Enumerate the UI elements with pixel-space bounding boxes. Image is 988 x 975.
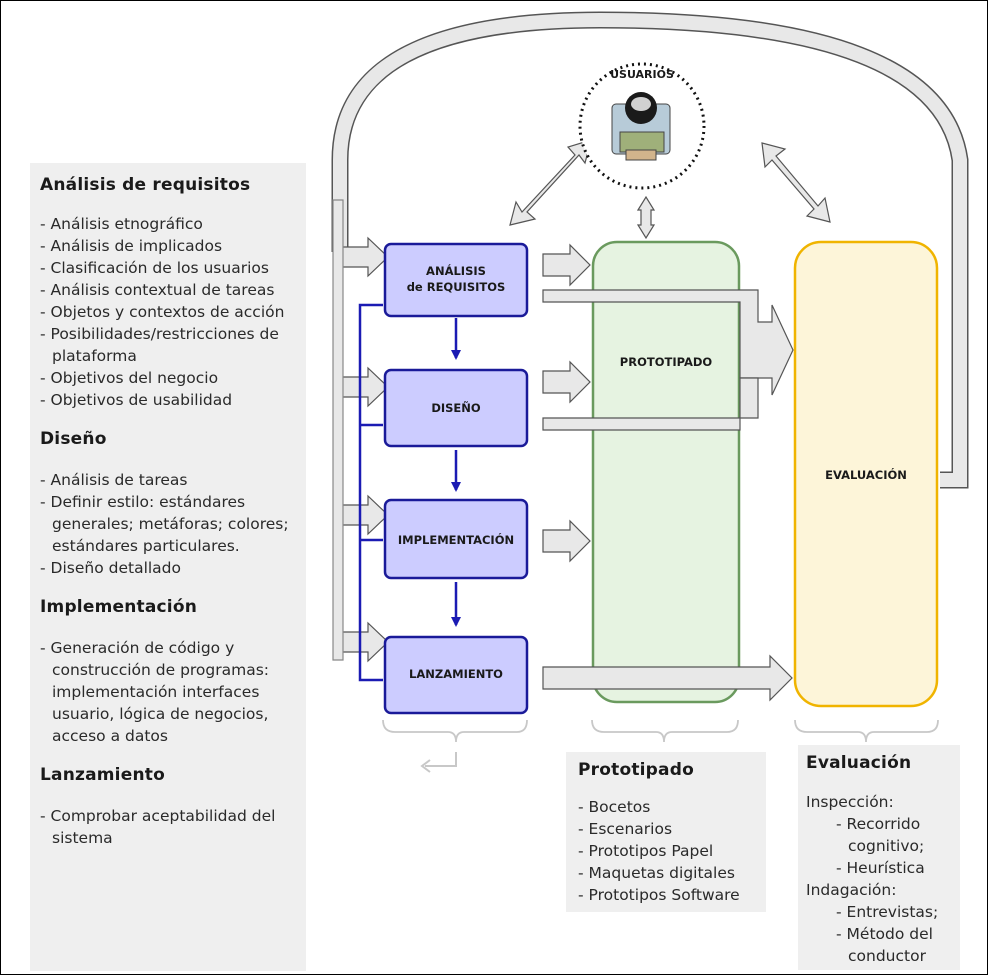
section-title-analisis: Análisis de requisitos	[40, 175, 251, 195]
list-item: Comprobar aceptabilidad del sistema	[40, 805, 306, 849]
phase-boxes	[383, 242, 529, 715]
list-item: Posibilidades/restricciones de plataform…	[40, 323, 306, 367]
list-item: Análisis etnográfico	[40, 213, 306, 235]
list-item: Entrevistas;	[806, 901, 960, 923]
list-item: Análisis de tareas	[40, 469, 306, 491]
section-title-lanzamiento: Lanzamiento	[40, 765, 165, 785]
bottom-braces	[382, 719, 939, 773]
prototipado-label: PROTOTIPADO	[620, 355, 713, 369]
evaluacion-panel-title: Evaluación	[806, 753, 912, 773]
list-item: Diseño detallado	[40, 557, 306, 579]
list-item: Objetos y contextos de acción	[40, 301, 306, 323]
list-item: Clasificación de los usuarios	[40, 257, 306, 279]
user-at-desk-icon	[611, 92, 671, 161]
list-item: Maquetas digitales	[578, 862, 766, 884]
evaluacion-description-panel: Evaluación Inspección: Recorrido cogniti…	[798, 745, 960, 970]
inspeccion-list: Recorrido cognitivo; Heurística	[806, 813, 960, 879]
implementacion-label: IMPLEMENTACIÓN	[398, 532, 514, 547]
list-item: Heurística	[806, 857, 960, 879]
phase-to-evaluacion-arrows	[542, 289, 794, 702]
prototipado-list: Bocetos Escenarios Prototipos Papel Maqu…	[578, 796, 766, 906]
prototipado-description-panel: Prototipado Bocetos Escenarios Prototipo…	[566, 752, 766, 912]
list-item: Generación de código y construcción de p…	[40, 637, 306, 747]
diseno-list: Análisis de tareas Definir estilo: están…	[40, 469, 306, 579]
list-item: Objetivos de usabilidad	[40, 389, 306, 411]
evaluacion-label: EVALUACIÓN	[825, 467, 907, 482]
list-item: Análisis contextual de tareas	[40, 279, 306, 301]
list-item: Método del conductor	[806, 923, 960, 967]
list-item: Análisis de implicados	[40, 235, 306, 257]
list-item: Recorrido cognitivo;	[806, 813, 960, 857]
blue-return-line	[358, 303, 383, 682]
phase-diseno-box	[383, 368, 529, 448]
evaluacion-box	[793, 240, 939, 708]
left-entry-arrows	[332, 199, 389, 663]
implementacion-list: Generación de código y construcción de p…	[40, 637, 306, 747]
diseno-label: DISEÑO	[431, 400, 481, 415]
analisis-label-line1: ANÁLISIS	[426, 263, 486, 278]
usuarios-node	[578, 62, 706, 190]
phase-analisis-box	[383, 242, 529, 318]
phase-lanzamiento-box	[383, 635, 529, 715]
list-item: Bocetos	[578, 796, 766, 818]
usuarios-arrows	[509, 139, 831, 240]
lanzamiento-list: Comprobar aceptabilidad del sistema	[40, 805, 306, 849]
section-title-diseno: Diseño	[40, 429, 107, 449]
phase-to-prototipado-arrows	[542, 243, 591, 563]
list-item: Prototipos Papel	[578, 840, 766, 862]
prototipado-panel-title: Prototipado	[578, 760, 694, 780]
list-item: Escenarios	[578, 818, 766, 840]
phase-implementacion-box	[383, 498, 529, 580]
prototipado-box	[591, 240, 741, 704]
usuarios-label: USUARIOS	[610, 68, 674, 81]
left-description-panel: Análisis de requisitos Análisis etnográf…	[30, 163, 306, 971]
evaluacion-group-indagacion: Indagación:	[806, 881, 897, 899]
lanzamiento-label: LANZAMIENTO	[409, 667, 503, 681]
feedback-loop-arrow	[331, 11, 969, 489]
indagacion-list: Entrevistas; Método del conductor	[806, 901, 960, 967]
section-title-implementacion: Implementación	[40, 597, 197, 617]
list-item: Definir estilo: estándares generales; me…	[40, 491, 306, 557]
analisis-list: Análisis etnográfico Análisis de implica…	[40, 213, 306, 411]
list-item: Prototipos Software	[578, 884, 766, 906]
analisis-label-line2: de REQUISITOS	[407, 280, 506, 294]
list-item: Objetivos del negocio	[40, 367, 306, 389]
evaluacion-group-inspeccion: Inspección:	[806, 793, 894, 811]
